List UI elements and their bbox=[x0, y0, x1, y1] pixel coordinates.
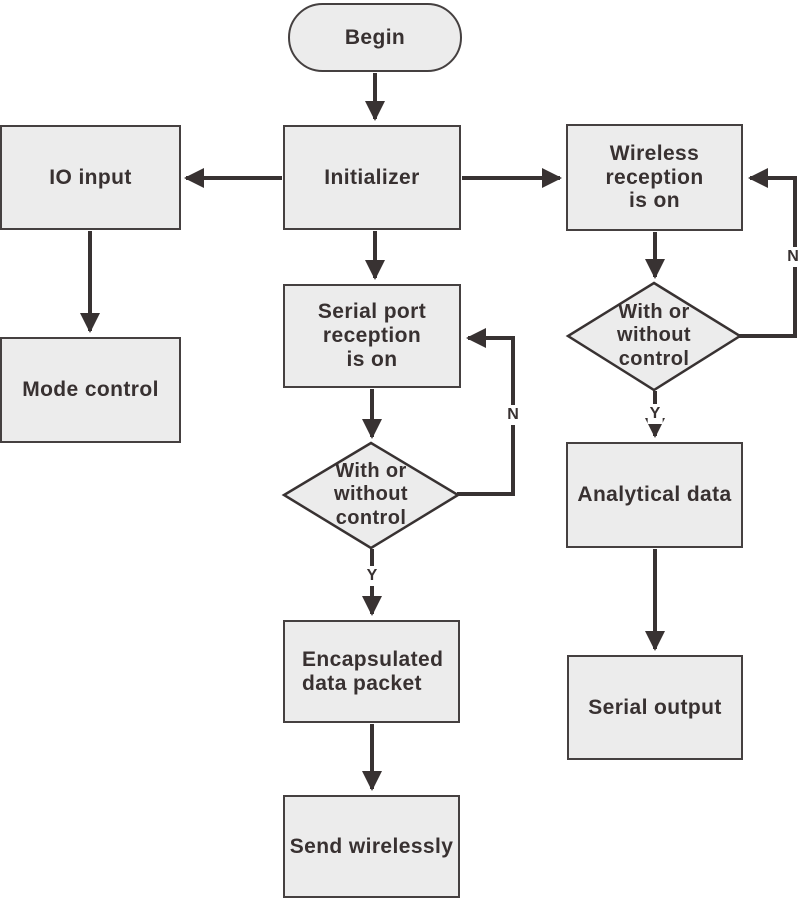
node-analytical-data: Analytical data bbox=[566, 442, 743, 548]
decision-diamond-serial bbox=[281, 441, 461, 550]
edge-label-serial-no: N bbox=[505, 405, 521, 425]
node-mode-control: Mode control bbox=[0, 337, 181, 443]
node-initializer: Initializer bbox=[283, 125, 461, 230]
node-io-input: IO input bbox=[0, 125, 181, 230]
decision-diamond-wireless bbox=[565, 281, 743, 392]
node-wireless-reception: Wireless reception is on bbox=[566, 124, 743, 231]
node-serial-output: Serial output bbox=[567, 655, 743, 760]
node-serial-reception: Serial port reception is on bbox=[283, 284, 461, 388]
edge-label-wireless-no: N bbox=[785, 247, 800, 267]
edge-label-wireless-yes: Y bbox=[647, 404, 663, 424]
edge-label-serial-yes: Y bbox=[364, 566, 380, 586]
node-begin: Begin bbox=[288, 3, 462, 72]
node-send-wirelessly: Send wirelessly bbox=[283, 795, 460, 898]
node-encapsulated-data-packet: Encapsulated data packet bbox=[283, 620, 460, 723]
